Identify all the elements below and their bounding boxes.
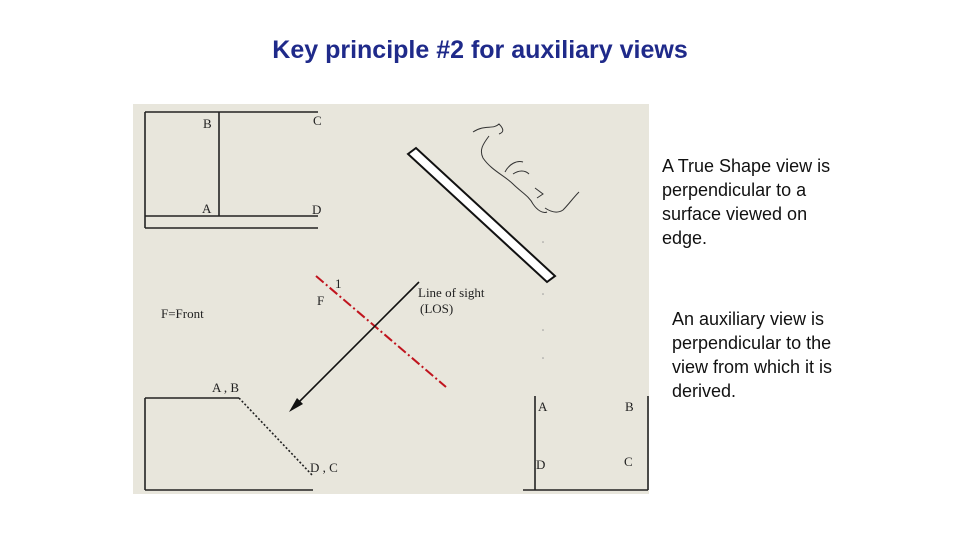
label-fold-1: 1	[335, 276, 342, 291]
label-fold-f: F	[317, 293, 324, 308]
page-title: Key principle #2 for auxiliary views	[272, 36, 688, 64]
line-of-sight-arrow	[289, 281, 420, 412]
label-top-b: B	[203, 116, 212, 131]
label-top-c: C	[313, 113, 322, 128]
fold-line	[315, 275, 447, 388]
label-aux-d: D	[536, 457, 545, 472]
label-los: (LOS)	[420, 301, 453, 316]
viewer-face-sketch	[472, 123, 580, 213]
top-view	[144, 111, 318, 229]
label-aux-c: C	[624, 454, 633, 469]
auxiliary-view	[523, 396, 649, 491]
front-view	[144, 397, 314, 491]
diagram-panel: B C A D 1 F F=Front Line of sight (LOS) …	[133, 104, 649, 494]
label-aux-b: B	[625, 399, 634, 414]
label-top-d: D	[312, 202, 321, 217]
label-aux-a: A	[538, 399, 548, 414]
label-front-caption: F=Front	[161, 306, 204, 321]
diagram-canvas: B C A D 1 F F=Front Line of sight (LOS) …	[144, 111, 649, 491]
true-shape-note: A True Shape view is perpendicular to a …	[662, 156, 831, 248]
label-front-ab: A , B	[212, 380, 239, 395]
auxiliary-view-note: An auxiliary view is perpendicular to th…	[672, 309, 833, 401]
label-line-of-sight: Line of sight	[418, 285, 485, 300]
label-top-a: A	[202, 201, 212, 216]
projection-marks	[542, 241, 544, 359]
edge-view-surface	[406, 146, 557, 284]
label-front-dc: D , C	[310, 460, 338, 475]
